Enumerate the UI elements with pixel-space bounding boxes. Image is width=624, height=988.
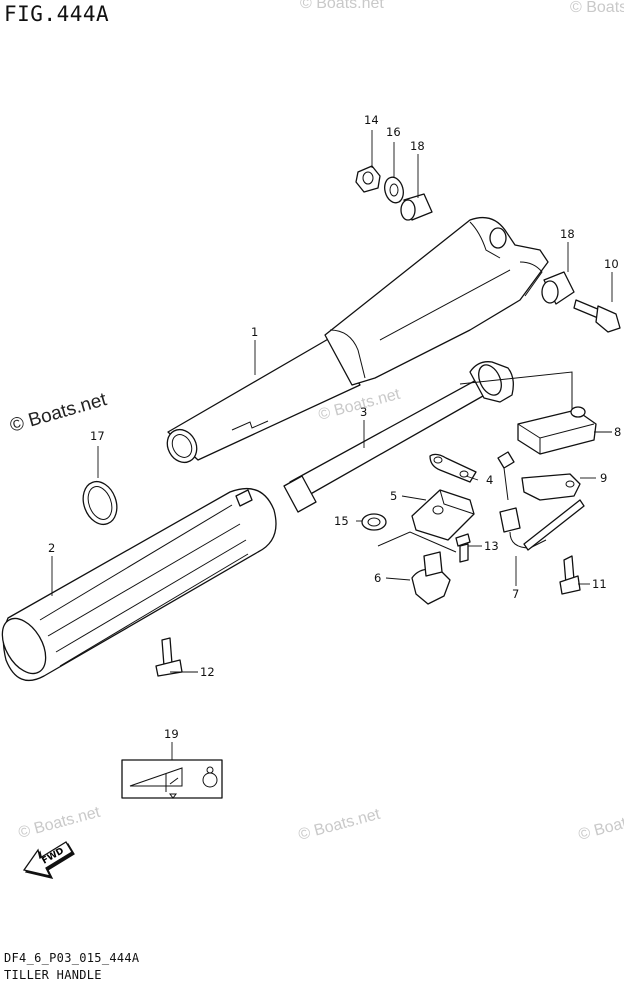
part-18-bushing-right: [541, 271, 575, 305]
part-13-screw: [455, 533, 471, 563]
part-1-tiller-housing: [166, 216, 549, 464]
part-14-nut: [355, 165, 381, 193]
callout-2: 2: [48, 541, 55, 555]
callout-1: 1: [251, 325, 258, 339]
callout-19: 19: [164, 727, 179, 741]
watermark-text: © Boats.net: [17, 804, 103, 842]
watermark-text: © Boats.net: [300, 0, 384, 12]
fwd-arrow: FWD: [22, 841, 75, 879]
figure-name: TILLER HANDLE: [4, 968, 102, 982]
part-5-ref-line: [377, 531, 457, 553]
callout-13: 13: [484, 539, 499, 553]
watermark-text: © Boats.net: [297, 806, 383, 844]
callout-18-upper: 18: [410, 139, 425, 153]
figure-title: FIG.444A: [4, 2, 110, 26]
callout-12: 12: [200, 665, 215, 679]
part-6-adjust-knob: [411, 551, 451, 605]
callout-17: 17: [90, 429, 105, 443]
callout-15: 15: [334, 514, 349, 528]
callout-7: 7: [512, 587, 519, 601]
part-11-bolt: [559, 555, 581, 595]
part-16-washer: [384, 176, 404, 204]
part-19-decal: [121, 759, 223, 799]
callout-8: 8: [614, 425, 621, 439]
part-12-screw: [155, 637, 183, 677]
part-8-stop-block: [517, 406, 597, 455]
callout-numbers: 1 2 3 4 5 6 7 8 9 10 11 12 13 14 15 16 1…: [48, 113, 621, 741]
part-15-lock-washer: [361, 513, 387, 531]
watermark-text: © Boats.net: [570, 0, 624, 16]
part-10-bolt: [573, 299, 621, 333]
callout-16: 16: [386, 125, 401, 139]
part-4-plate: [429, 453, 477, 483]
callout-6: 6: [374, 571, 381, 585]
callout-3: 3: [360, 405, 367, 419]
part-8-bracket-line: [459, 371, 573, 410]
part-3-throttle-shaft: [283, 361, 514, 513]
leader-lines: [51, 130, 613, 760]
part-18-bushing-upper: [400, 193, 433, 221]
callout-14: 14: [364, 113, 379, 127]
callout-11: 11: [592, 577, 607, 591]
part-5-bracket: [411, 489, 475, 541]
part-7-stop-switch: [497, 451, 585, 551]
part-9-plate: [521, 473, 581, 501]
callout-18-right: 18: [560, 227, 575, 241]
callout-5: 5: [390, 489, 397, 503]
figure-code: DF4_6_P03_015_444A: [4, 951, 140, 965]
part-2-throttle-grip: [1, 487, 277, 681]
watermark-text: © Boats.net: [577, 806, 624, 844]
callout-10: 10: [604, 257, 619, 271]
callout-4: 4: [486, 473, 493, 487]
callout-9: 9: [600, 471, 607, 485]
part-17-o-ring: [82, 480, 118, 526]
